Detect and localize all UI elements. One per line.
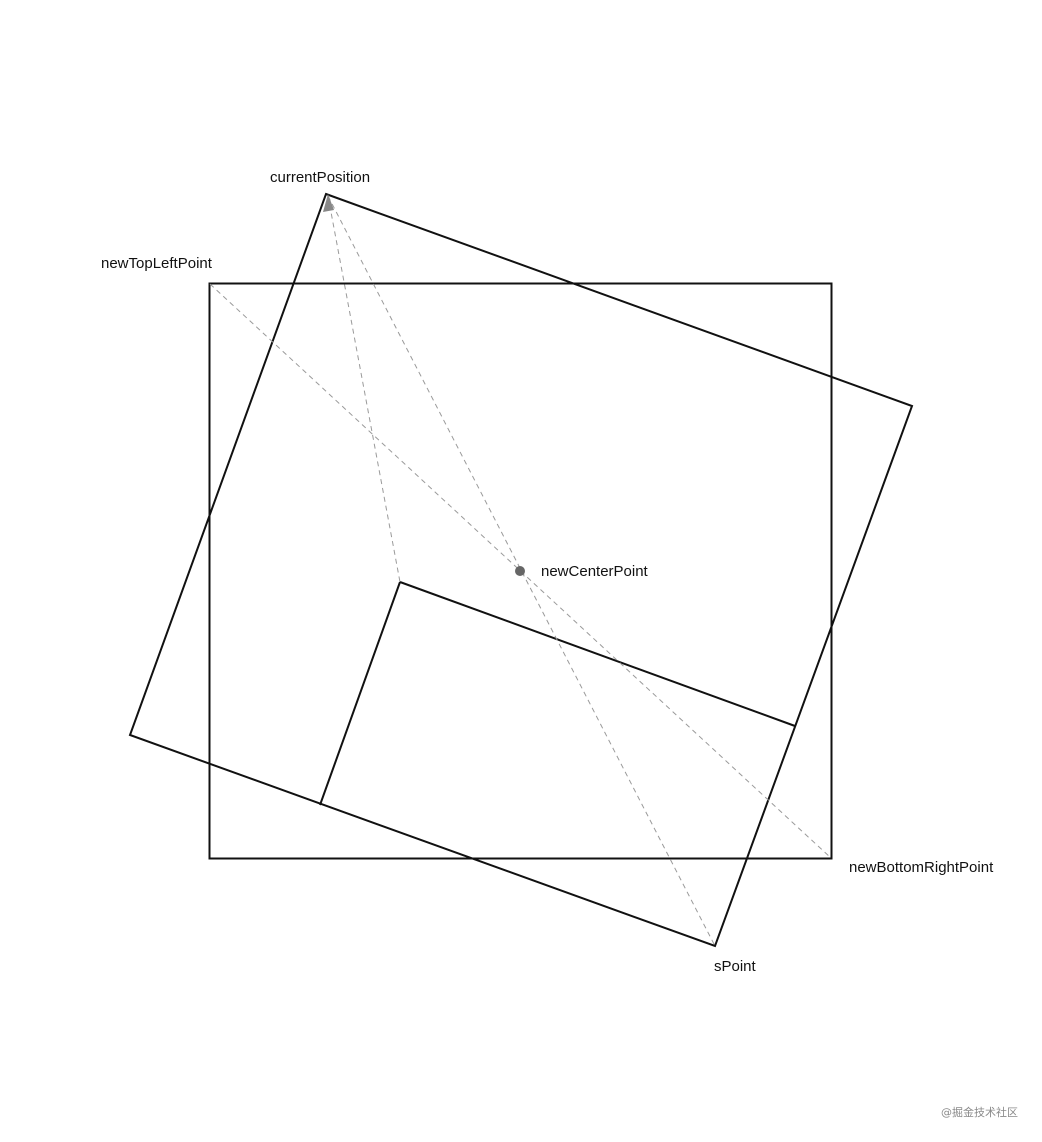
- new-bounding-rect: [208, 282, 833, 860]
- inner-rotated-rect-left-edge: [319, 581, 401, 806]
- label-s-point: sPoint: [714, 958, 757, 975]
- guide-current-to-inner-corner: [327, 195, 401, 583]
- label-new-top-left-point: newTopLeftPoint: [101, 255, 213, 272]
- guide-topleft-to-bottomright: [209, 283, 832, 859]
- label-current-position: currentPosition: [270, 169, 370, 186]
- watermark: @掘金技术社区: [941, 1106, 1018, 1119]
- guide-current-to-spoint: [327, 195, 716, 947]
- inner-rotated-rect: [399, 581, 796, 727]
- label-new-bottom-right-point: newBottomRightPoint: [849, 859, 994, 876]
- arrow-head-icon: [323, 194, 334, 212]
- rotated-rect: [128, 192, 914, 948]
- new-center-point-dot: [515, 566, 525, 576]
- label-new-center-point: newCenterPoint: [541, 563, 649, 580]
